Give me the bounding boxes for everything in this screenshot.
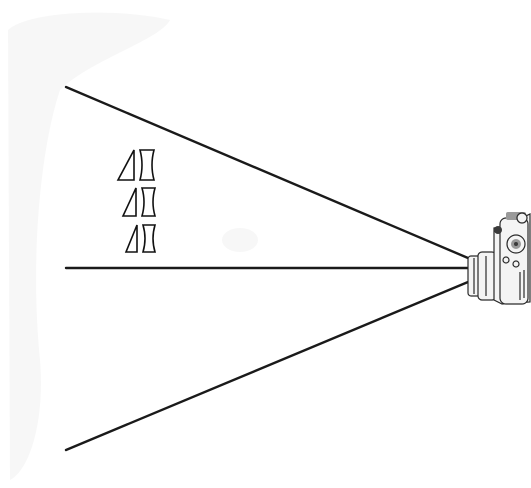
optical-element-2 [123, 188, 155, 216]
optical-element-3 [126, 225, 155, 252]
optical-elements [118, 150, 155, 252]
lower-ray [66, 282, 468, 450]
camera-icon [468, 212, 530, 304]
concave-lens-shape [143, 225, 155, 252]
optical-element-1 [118, 150, 154, 180]
prism-shape [126, 225, 137, 252]
upper-ray [66, 87, 468, 258]
prism-shape [118, 150, 134, 180]
prism-shape [123, 188, 136, 216]
concave-lens-shape [140, 150, 154, 180]
background-watermark [8, 13, 258, 480]
concave-lens-shape [142, 188, 155, 216]
